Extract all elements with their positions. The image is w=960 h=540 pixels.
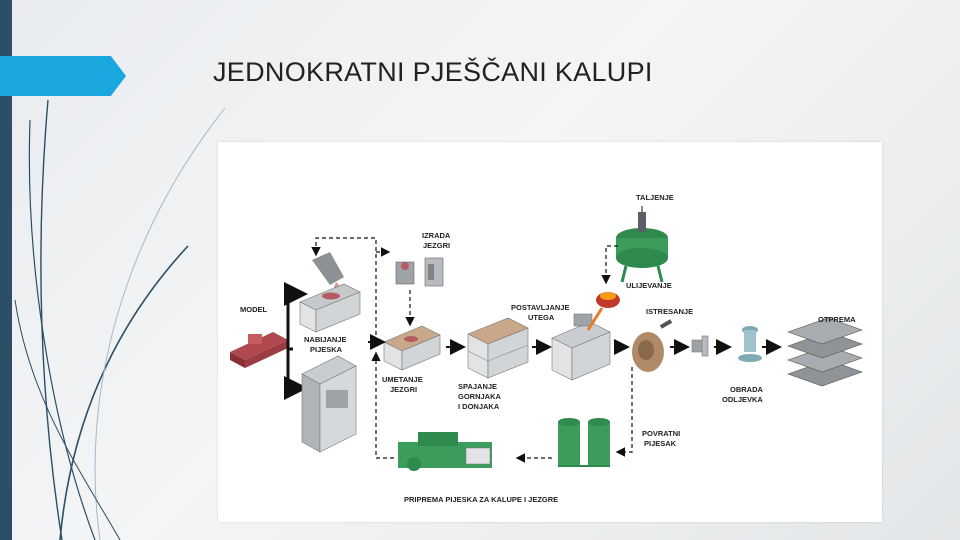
label-nabijanje-1: NABIJANJE [304,335,347,344]
dashed-arrow-return-to-flask [311,237,377,342]
arrow-model-to-flask [284,282,308,351]
shipping-stack-icon [787,317,863,387]
shakeout-casting-icon [632,319,673,372]
label-izrada-1: IZRADA [422,231,451,240]
foundry-process-diagram: MODEL NABIJANJE PIJESKA IZRADA JEZGRI UM… [218,142,882,522]
label-obrada-1: OBRADA [730,385,763,394]
label-postavljanje-1: POSTAVLJANJE [511,303,569,312]
label-umetanje-2: JEZGRI [390,385,417,394]
label-spajanje-3: I DONJAKA [458,402,500,411]
core-machine-icon [301,355,357,453]
core-placement-flask-icon [383,325,441,371]
left-accent-bar [0,0,12,540]
title-accent-tab [0,56,126,96]
process-diagram-svg: MODEL NABIJANJE PIJESKA IZRADA JEZGRI UM… [230,193,863,504]
dashed-arrow-return-sand [615,367,633,457]
label-priprema: PRIPREMA PIJESKA ZA KALUPE I JEZGRE [404,495,558,504]
decorative-lines [14,99,226,540]
label-taljenje: TALJENJE [636,193,674,202]
label-izrada-2: JEZGRI [423,241,450,250]
weighted-mold-icon [551,313,611,381]
label-postavljanje-2: UTEGA [528,313,555,322]
slide-title: JEDNOKRATNI PJEŠČANI KALUPI [213,57,653,87]
casting-part-icon [691,335,709,357]
sand-ramming-flask-icon [299,252,361,333]
model-pattern-icon [230,332,288,368]
dashed-arrow-sand-to-molding [371,351,394,459]
label-spajanje-2: GORNJAKA [458,392,502,401]
core-making-icon [395,257,444,287]
label-ulijevanje: ULIJEVANJE [626,281,672,290]
label-povratni-2: PIJESAK [644,439,677,448]
sand-preparation-plant-icon [398,432,492,471]
label-istresanje: ISTRESANJE [646,307,693,316]
dashed-arrow-to-pouring [601,245,618,285]
label-obrada-2: ODLJEVKA [722,395,763,404]
sand-silos-icon [558,418,610,467]
label-umetanje-1: UMETANJE [382,375,423,384]
assembled-mold-icon [467,317,529,379]
label-model: MODEL [240,305,268,314]
melting-furnace-icon [616,212,668,283]
casting-finishing-icon [738,326,762,362]
pouring-ladle-icon [586,292,620,331]
label-spajanje-1: SPAJANJE [458,382,497,391]
label-nabijanje-2: PIJESKA [310,345,343,354]
arrow-model-to-core-machine [284,349,308,400]
label-otprema: OTPREMA [818,315,856,324]
label-povratni-1: POVRATNI [642,429,680,438]
